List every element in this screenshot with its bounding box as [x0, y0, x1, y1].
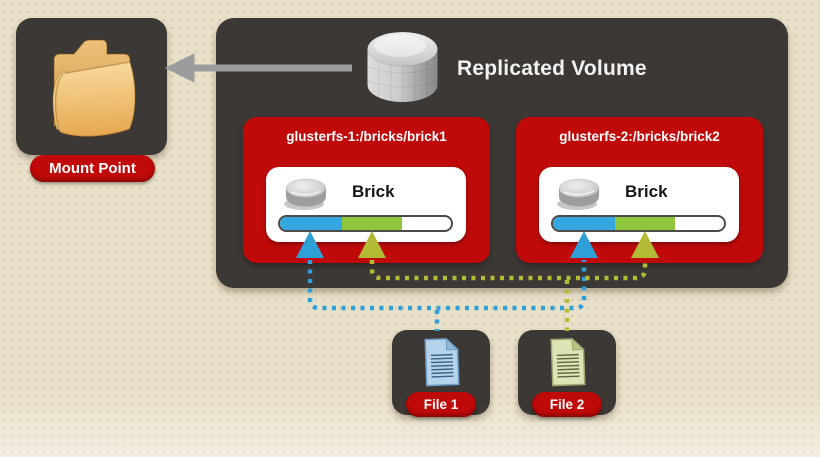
usage-segment-green: [341, 217, 403, 230]
document-icon: [424, 337, 460, 387]
file-2-badge: File 2: [532, 392, 602, 417]
brick-2-card: Brick: [539, 167, 739, 242]
file-2-node: File 2: [518, 330, 616, 417]
mount-point-badge: Mount Point: [30, 155, 155, 182]
brick-node-2: glusterfs-2:/bricks/brick2 Brick: [516, 117, 763, 263]
usage-segment-blue: [280, 217, 342, 230]
volume-title: Replicated Volume: [457, 57, 647, 80]
disk-cylinder-icon: [284, 178, 327, 210]
brick-2-path: glusterfs-2:/bricks/brick2: [559, 129, 720, 144]
brick-1-path: glusterfs-1:/bricks/brick1: [286, 129, 447, 144]
brick-2-usage-bar: [551, 215, 726, 232]
replicated-volume-panel: Replicated Volume glusterfs-1:/bricks/br…: [216, 18, 788, 288]
document-icon: [550, 337, 586, 387]
file-1-node: File 1: [392, 330, 490, 417]
database-cylinder-icon: [367, 31, 438, 102]
folder-icon: [52, 39, 136, 138]
brick-1-card: Brick: [266, 167, 466, 242]
brick-node-1: glusterfs-1:/bricks/brick1 Brick: [243, 117, 490, 263]
file-1-badge: File 1: [406, 392, 476, 417]
mount-point-label: Mount Point: [49, 160, 136, 177]
usage-segment-green: [614, 217, 676, 230]
file-1-label: File 1: [423, 397, 459, 412]
file-2-label: File 2: [549, 397, 585, 412]
brick-1-label: Brick: [352, 182, 395, 201]
usage-segment-blue: [553, 217, 615, 230]
brick-1-usage-bar: [278, 215, 453, 232]
brick-2-label: Brick: [625, 182, 668, 201]
disk-cylinder-icon: [557, 178, 600, 210]
mount-point-panel: Mount Point: [16, 18, 167, 182]
